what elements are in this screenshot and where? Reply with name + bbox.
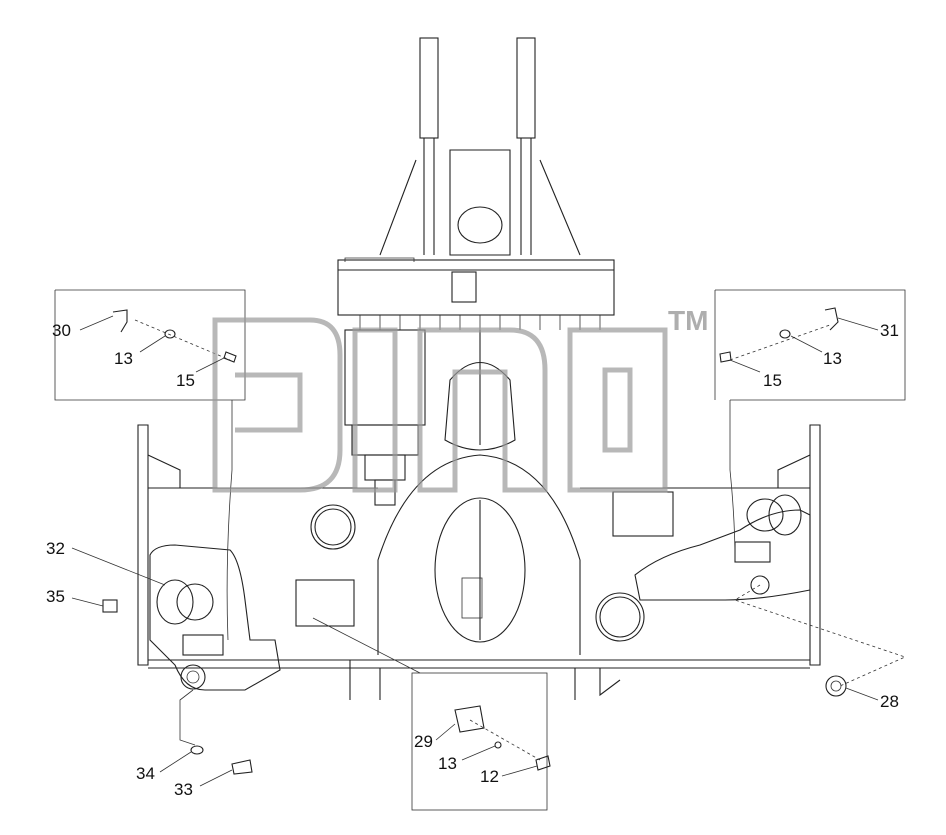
callout-30: 30 <box>52 321 71 340</box>
callout-15-left: 15 <box>176 371 195 390</box>
left-wheel-mount <box>102 544 281 691</box>
detail-box-right <box>714 289 906 561</box>
callout-28: 28 <box>880 692 899 711</box>
callout-12: 12 <box>480 767 499 786</box>
chassis-center <box>377 330 581 655</box>
right-wheel-mount <box>634 494 847 697</box>
callout-35: 35 <box>46 587 65 606</box>
mast-uprights <box>379 37 581 256</box>
callout-13-right: 13 <box>823 349 842 368</box>
callout-34: 34 <box>136 764 155 783</box>
hose-path-right <box>734 584 907 687</box>
watermark: TM <box>212 305 708 493</box>
watermark-tm: TM <box>668 305 708 336</box>
bolt-33 <box>231 759 253 775</box>
leader-lines <box>71 315 879 787</box>
nut-34 <box>190 745 204 755</box>
lower-bolt-path <box>179 689 196 746</box>
callout-31: 31 <box>880 321 899 340</box>
callout-13-left: 13 <box>114 349 133 368</box>
detail-box-bottom <box>312 617 551 811</box>
callout-13-bottom: 13 <box>438 754 457 773</box>
callout-32: 32 <box>46 539 65 558</box>
callout-33: 33 <box>174 780 193 799</box>
turntable <box>337 257 615 330</box>
callout-15-right: 15 <box>763 371 782 390</box>
callout-29: 29 <box>414 732 433 751</box>
chassis-frame <box>137 424 821 700</box>
